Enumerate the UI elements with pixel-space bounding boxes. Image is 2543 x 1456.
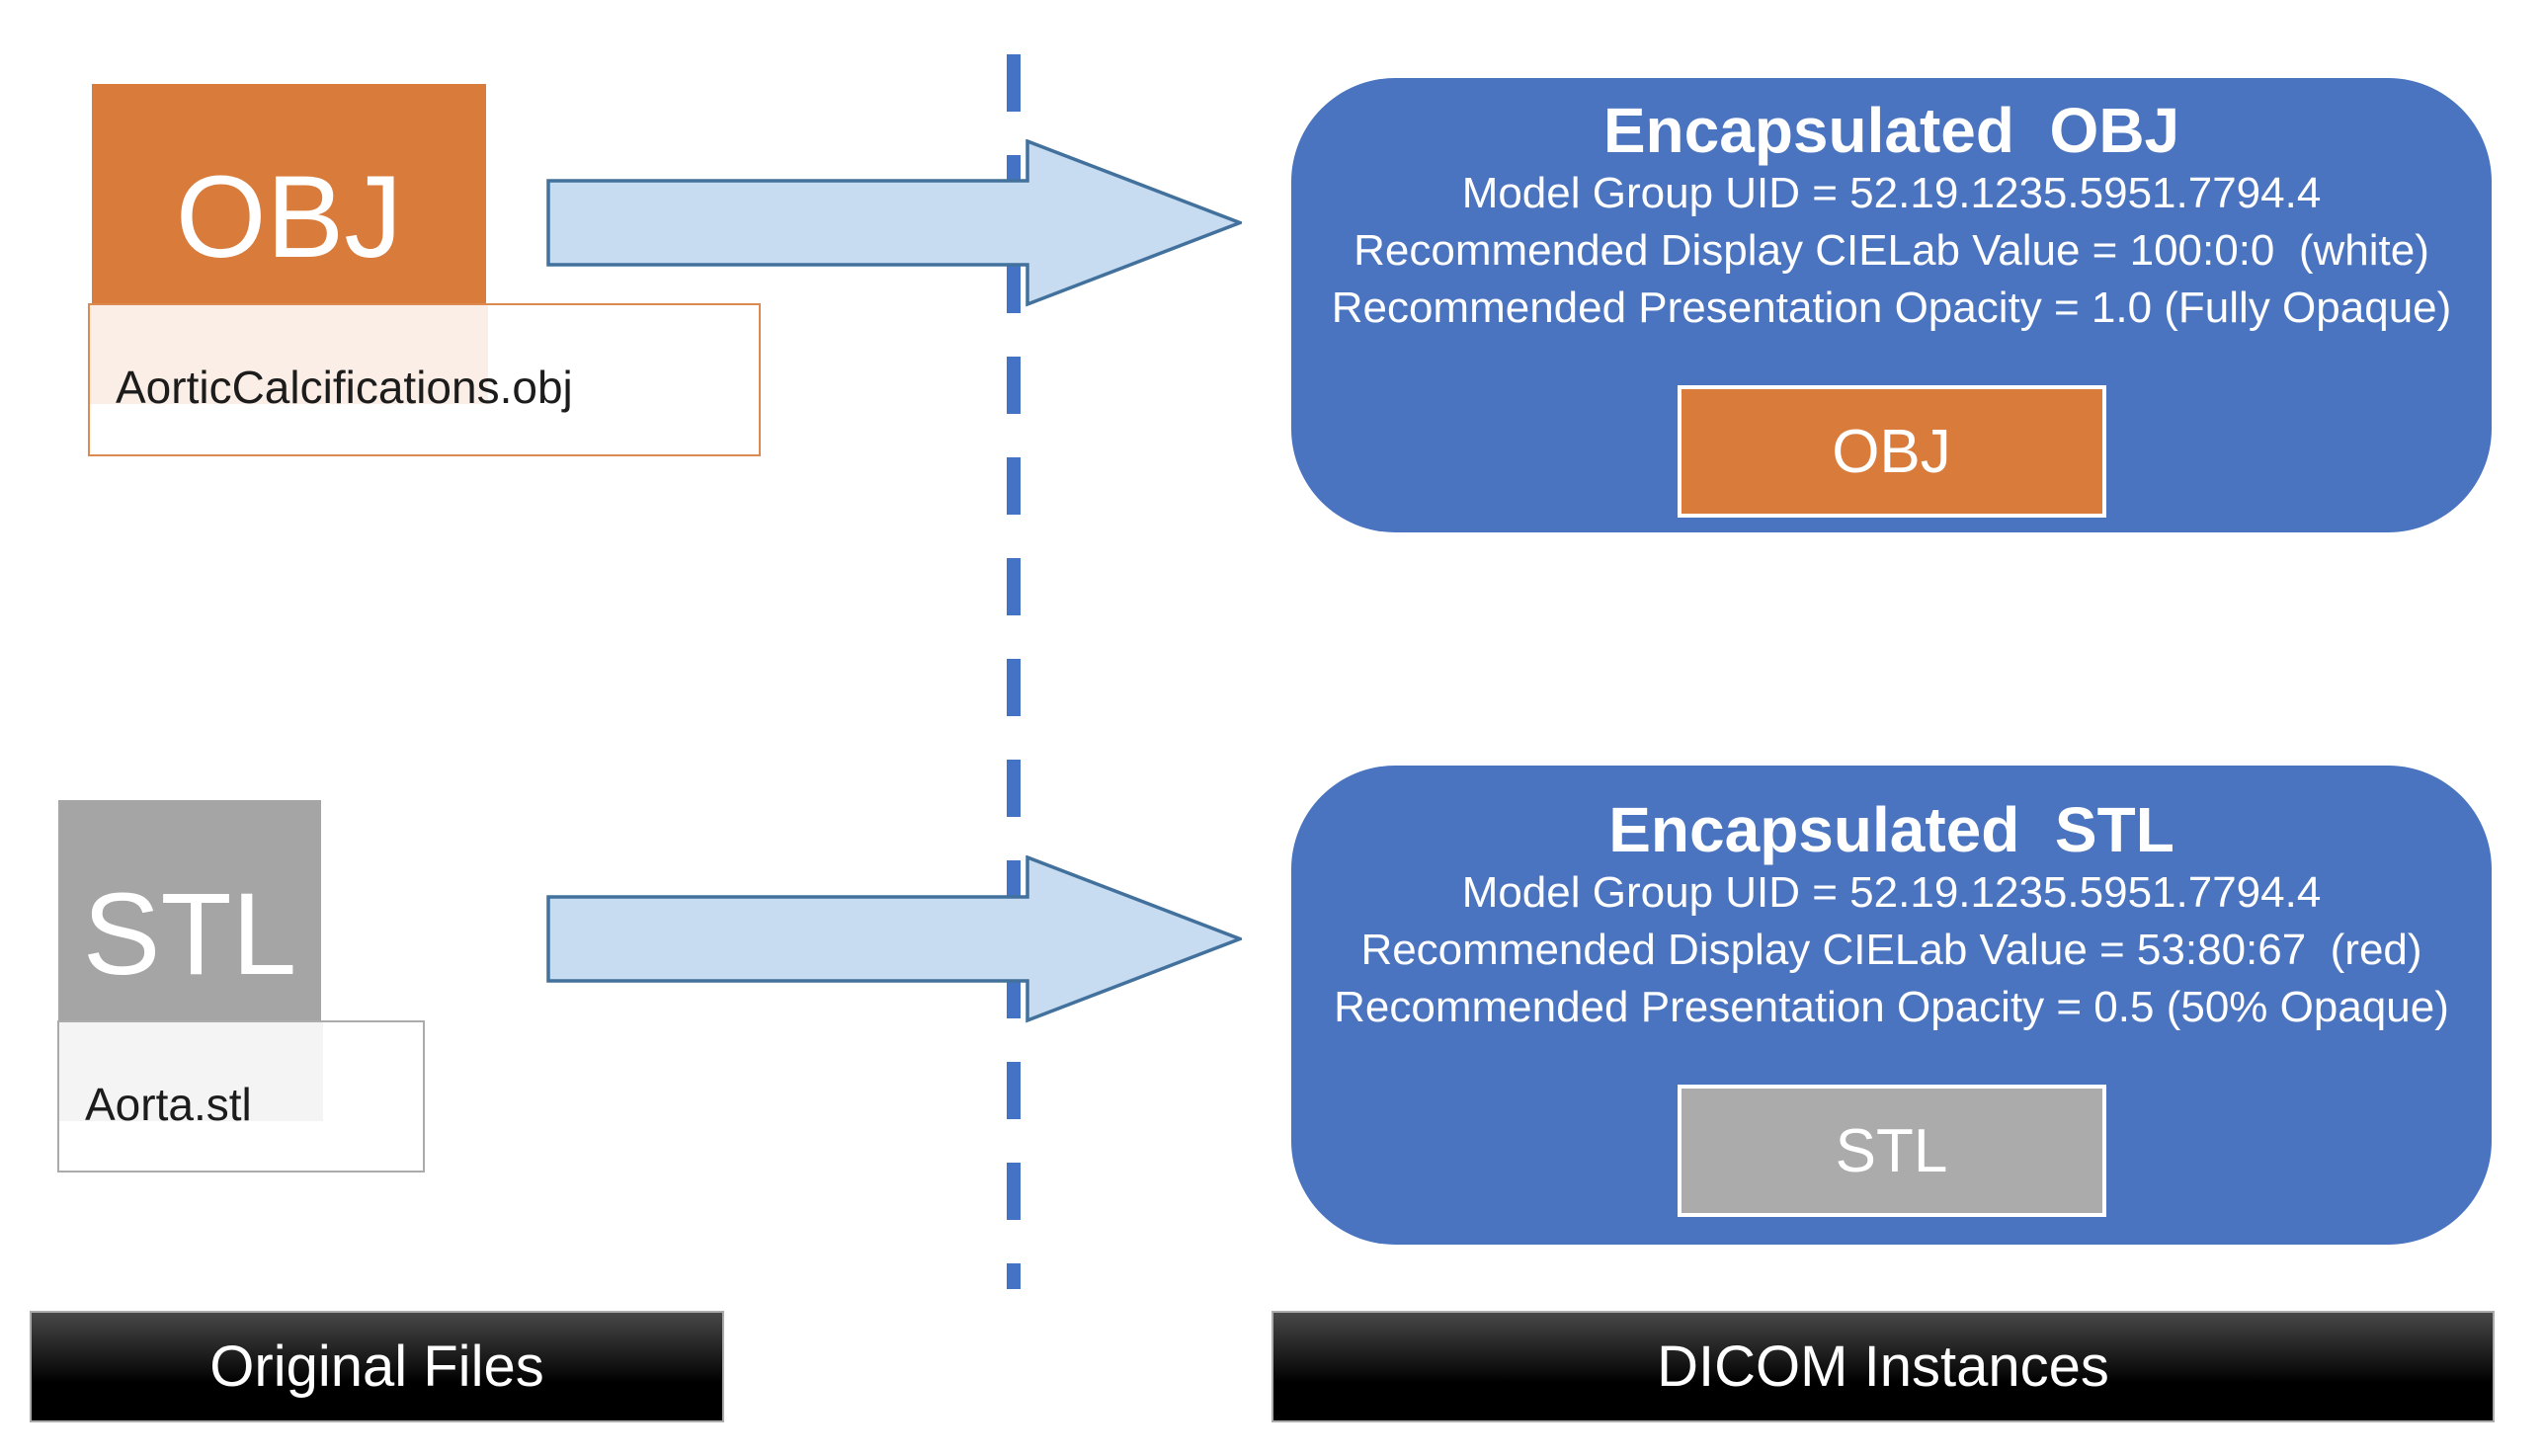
dicom-instances-label-bar: DICOM Instances [1272,1311,2495,1422]
obj-icon-label: OBJ [175,152,403,283]
obj-chip: OBJ [1677,385,2106,518]
obj-chip-label: OBJ [1832,417,1951,486]
stl-file-type-icon: STL [58,800,321,1020]
obj-file-name: AorticCalcifications.obj [116,362,573,413]
encapsulated-stl-title: Encapsulated STL [1608,794,2174,865]
obj-model-group-uid: Model Group UID = 52.19.1235.5951.7794.4 [1461,169,2322,217]
right-arrow-shape [546,855,1242,1023]
right-arrow-shape [546,139,1242,307]
obj-presentation-opacity: Recommended Presentation Opacity = 1.0 (… [1331,283,2452,332]
obj-file-type-icon: OBJ [92,84,486,303]
stl-chip: STL [1677,1085,2106,1217]
stl-cielab-value: Recommended Display CIELab Value = 53:80… [1360,926,2422,974]
encapsulated-obj-title: Encapsulated OBJ [1602,95,2180,166]
stl-model-group-uid: Model Group UID = 52.19.1235.5951.7794.4 [1461,868,2322,917]
dicom-instances-label: DICOM Instances [1657,1335,2109,1399]
stl-presentation-opacity: Recommended Presentation Opacity = 0.5 (… [1334,983,2449,1031]
obj-cielab-value: Recommended Display CIELab Value = 100:0… [1354,226,2429,275]
obj-file-name-box: AorticCalcifications.obj [88,303,761,456]
stl-chip-label: STL [1835,1116,1948,1185]
stl-filebox-tint [59,1022,323,1121]
arrow-stl-to-dicom-icon [546,855,1242,1023]
stl-file-name-box: Aorta.stl [57,1020,425,1173]
encapsulated-stl-panel: Encapsulated STL Model Group UID = 52.19… [1291,766,2492,1245]
stl-file-name: Aorta.stl [85,1079,252,1130]
original-files-label-bar: Original Files [30,1311,724,1422]
original-files-label: Original Files [209,1335,544,1399]
arrow-obj-to-dicom-icon [546,139,1242,307]
stl-icon-label: STL [82,868,297,1000]
encapsulated-obj-panel: Encapsulated OBJ Model Group UID = 52.19… [1291,78,2492,532]
obj-filebox-tint [90,305,488,404]
